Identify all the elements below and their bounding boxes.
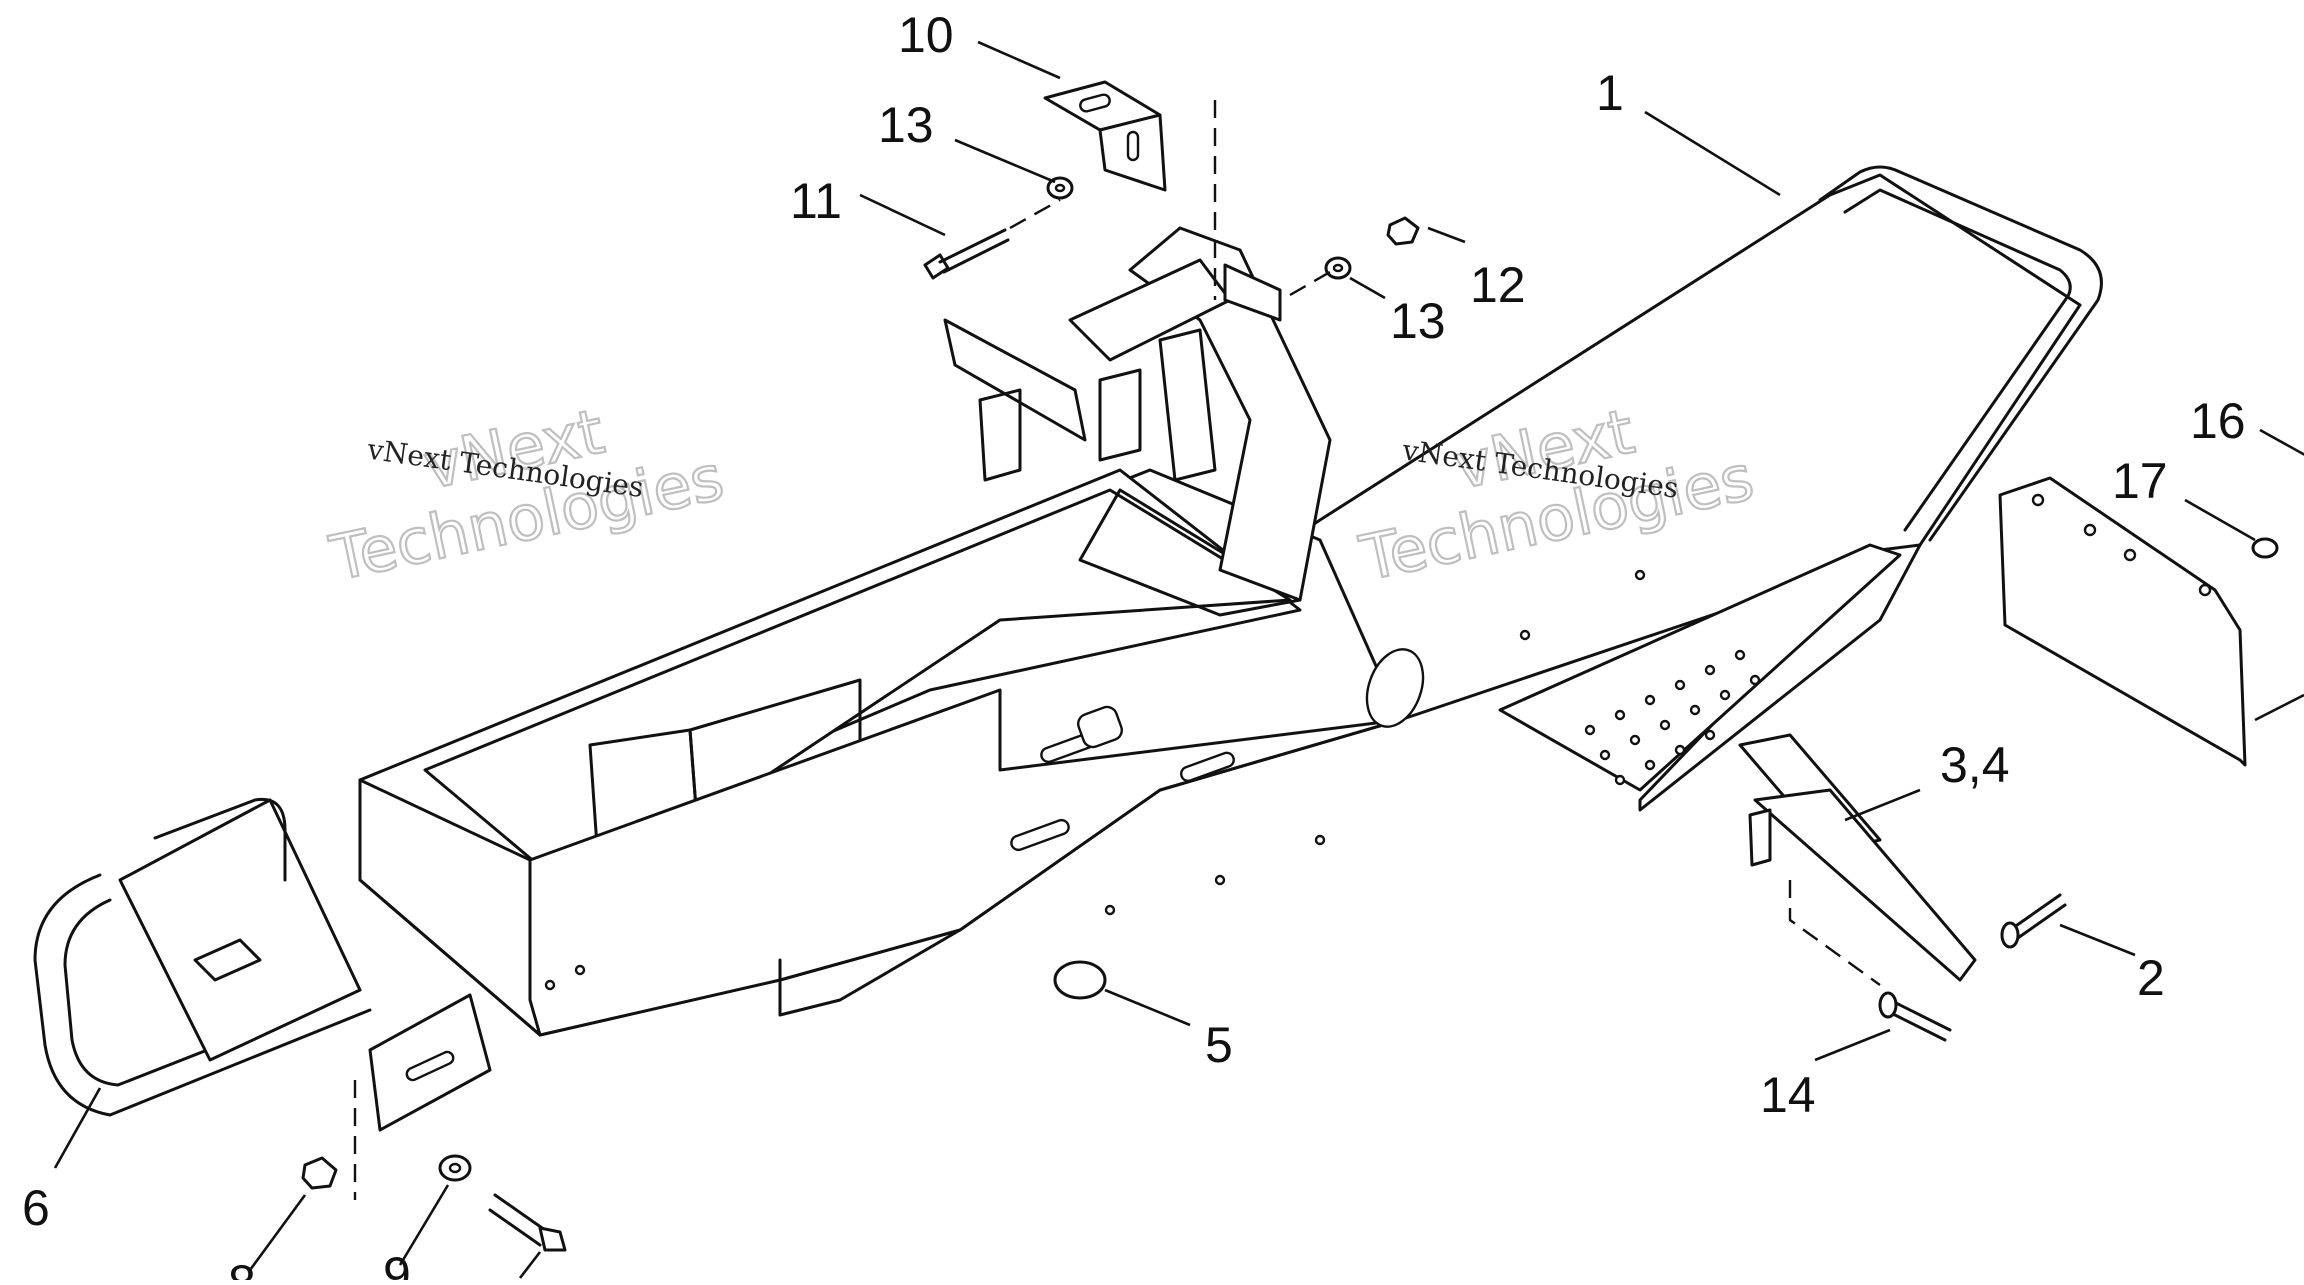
grommet-5 xyxy=(1053,960,1107,1000)
callout-13-right: 13 xyxy=(1390,293,1446,349)
washer-13-upper xyxy=(1046,176,1074,200)
callout-12: 12 xyxy=(1470,257,1526,313)
callout-1: 1 xyxy=(1596,65,1624,121)
callout-8: 8 xyxy=(228,1255,256,1280)
callout-6: 6 xyxy=(22,1180,50,1236)
callout-labels: 10 13 11 12 13 1 16 17 3,4 2 14 5 6 8 9 xyxy=(22,7,2246,1285)
callout-5: 5 xyxy=(1205,1017,1233,1073)
main-frame xyxy=(358,165,2103,1037)
bolt-front xyxy=(488,1193,567,1252)
nut-12 xyxy=(1386,216,1420,246)
callout-14: 14 xyxy=(1760,1067,1816,1123)
callout-13-upper: 13 xyxy=(878,97,934,153)
fastener-11-bolt xyxy=(923,228,1010,280)
nut-8 xyxy=(301,1156,338,1190)
bracket-3-4 xyxy=(1738,733,1977,986)
front-bumper xyxy=(33,797,492,1200)
console-mount-bracket xyxy=(943,226,1332,602)
callout-9: 9 xyxy=(383,1247,411,1280)
washer-9 xyxy=(438,1154,472,1182)
bracket-10 xyxy=(1043,80,1167,192)
callout-2: 2 xyxy=(2137,950,2165,1006)
callout-11: 11 xyxy=(790,173,842,229)
callout-16: 16 xyxy=(2190,393,2246,449)
rivet-2 xyxy=(2000,893,2067,949)
leader-lines xyxy=(53,40,2304,1279)
mud-flap xyxy=(1998,476,2279,767)
rivet-14 xyxy=(1878,991,1952,1042)
callout-17: 17 xyxy=(2112,453,2168,509)
washer-13-right xyxy=(1324,256,1352,280)
footrest-perforations xyxy=(1584,649,1761,786)
callout-3-4: 3,4 xyxy=(1940,737,2010,793)
callout-10: 10 xyxy=(898,7,954,63)
